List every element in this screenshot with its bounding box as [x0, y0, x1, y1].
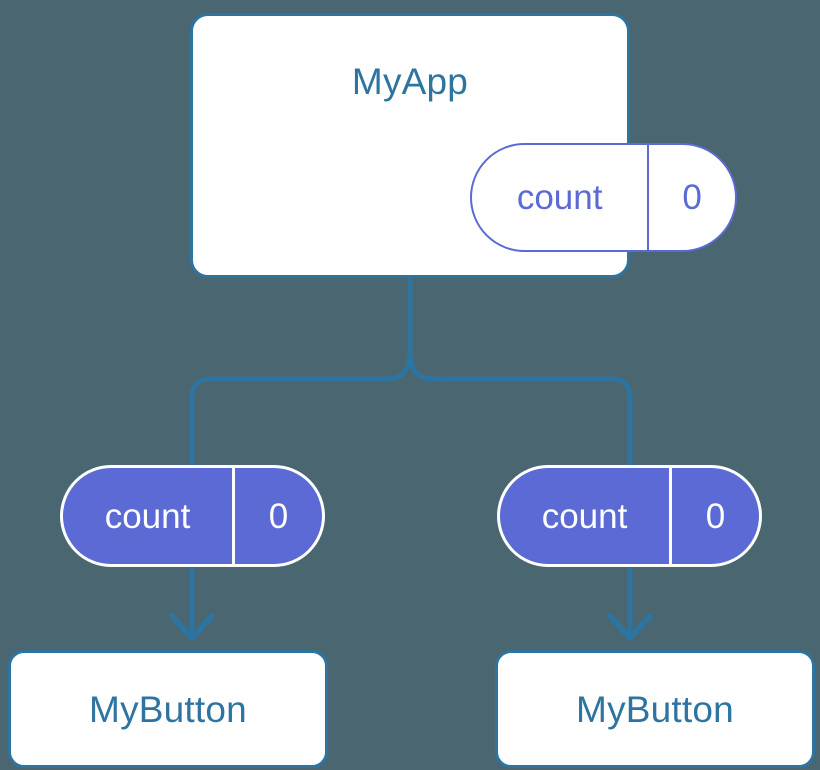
component-node-mybutton-left[interactable]: MyButton [8, 650, 328, 768]
state-pill-child-left-count[interactable]: count 0 [60, 465, 325, 567]
component-title-mybutton: MyButton [89, 688, 247, 730]
arrow-left [169, 568, 215, 641]
component-node-mybutton-right[interactable]: MyButton [495, 650, 815, 768]
state-key-label: count [516, 178, 603, 217]
state-key-label: count [104, 496, 191, 536]
component-node-myapp[interactable]: MyApp count 0 [190, 13, 737, 278]
state-pill-myapp-count[interactable]: count 0 [470, 143, 737, 252]
state-value-label: 0 [647, 145, 735, 250]
connector-branch-left [189, 347, 413, 469]
state-value-label: 0 [669, 468, 759, 564]
component-title-myapp: MyApp [351, 61, 469, 102]
state-pill-child-right-count[interactable]: count 0 [497, 465, 762, 567]
state-value-label: 0 [232, 468, 322, 564]
connector-branch-right [407, 347, 633, 469]
state-key-label: count [541, 496, 628, 536]
component-title-mybutton: MyButton [576, 688, 734, 730]
arrow-right [607, 568, 653, 641]
